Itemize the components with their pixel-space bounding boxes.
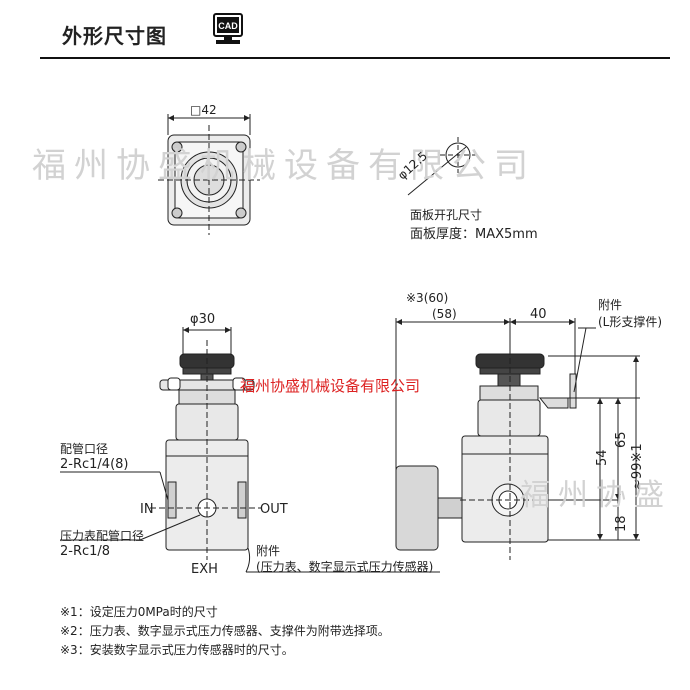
panel-note-1: 面板开孔尺寸 — [410, 208, 483, 222]
gauge-port-label: 压力表配管口径 — [60, 529, 145, 543]
side-accessory-desc: (L形支撑件) — [598, 315, 663, 329]
page-title: 外形尺寸图 — [62, 24, 167, 48]
dim-40: 40 — [530, 307, 547, 322]
side-accessory-label: 附件 — [598, 298, 623, 312]
note-1: ※1：设定压力0MPa时的尺寸 — [60, 605, 218, 619]
pipe-port-label: 配管口径 — [60, 442, 109, 456]
accessory-desc: (压力表、数字显示式压力传感器) — [256, 560, 434, 574]
dim-18: 18 — [614, 515, 629, 532]
watermark-top: 福州协盛机械设备有限公司 — [32, 146, 536, 186]
watermark-right: 福州协盛 — [520, 478, 672, 513]
out-label: OUT — [260, 502, 288, 517]
dim-58: (58) — [432, 307, 457, 321]
dim-square: □42 — [190, 103, 217, 117]
in-label: IN — [140, 502, 154, 517]
title-rule — [40, 57, 670, 59]
exh-label: EXH — [191, 562, 218, 577]
dim-65: 65 — [614, 431, 629, 448]
note-3: ※3：安装数字显示式压力传感器时的尺寸。 — [60, 643, 294, 657]
panel-note-2: 面板厚度：MAX5mm — [410, 227, 538, 242]
note-2: ※2：压力表、数字显示式压力传感器、支撑件为附带选择项。 — [60, 624, 390, 638]
dim-99: ≈99※1 — [630, 443, 645, 490]
accessory-label: 附件 — [256, 544, 281, 558]
watermark-red: 福州协盛机械设备有限公司 — [240, 377, 421, 395]
cad-badge-text: CAD — [218, 21, 238, 31]
gauge-port-value: 2-Rc1/8 — [60, 544, 111, 559]
pipe-port-value: 2-Rc1/4(8) — [60, 457, 129, 472]
dim-54: 54 — [595, 449, 610, 466]
dim-60: ※3(60) — [406, 291, 449, 305]
cad-download-icon[interactable]: CAD — [212, 12, 244, 46]
dim-knob: φ30 — [190, 312, 216, 327]
